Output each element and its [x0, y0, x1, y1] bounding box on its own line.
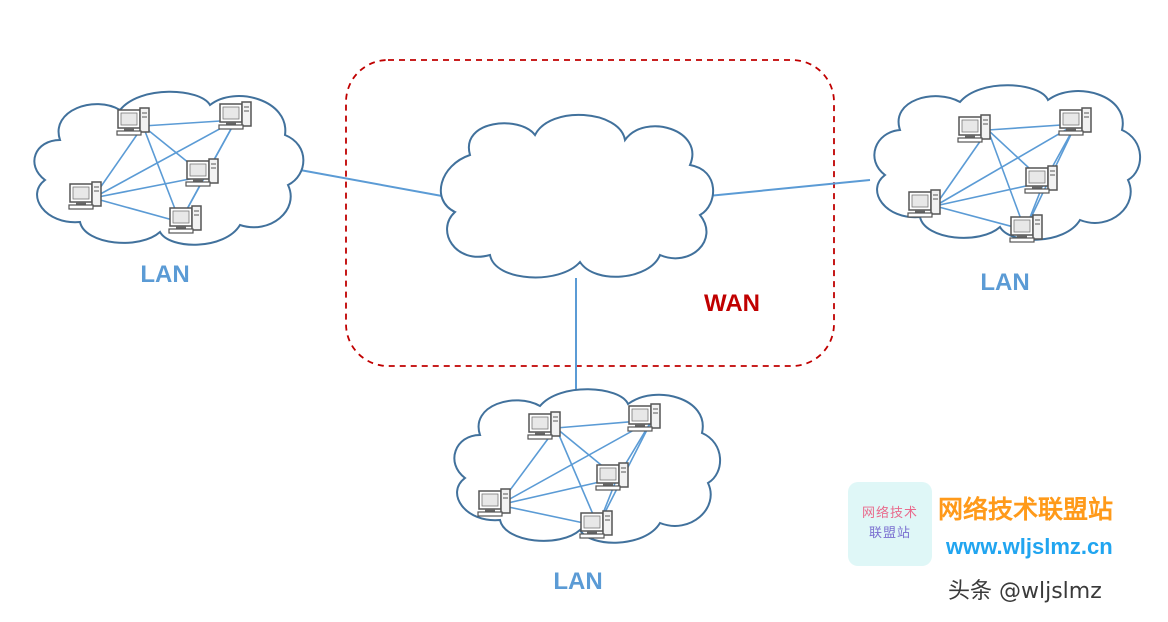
computer-icon: [627, 403, 661, 432]
wan-cloud: [439, 114, 714, 279]
computer-icon: [477, 488, 511, 517]
computer-icon: [185, 158, 219, 187]
wan-boundary: [345, 59, 835, 367]
wan-label: WAN: [704, 290, 760, 317]
link-left-lan-wan: [299, 169, 443, 197]
logo-text-line1: 网络技术: [861, 506, 918, 521]
computer-icon: [1009, 214, 1043, 243]
computer-icon: [595, 462, 629, 491]
computer-icon: [68, 181, 102, 210]
lan-label-bottom: LAN: [553, 568, 602, 595]
computer-icon: [579, 510, 613, 539]
computer-icon: [116, 107, 150, 136]
brand-logo: 网络技术 联盟站: [848, 482, 932, 566]
computer-icon: [1024, 165, 1058, 194]
lan-label-right: LAN: [980, 269, 1029, 296]
lan-mesh-right: [934, 123, 1077, 231]
link-right-lan-wan: [707, 179, 871, 197]
computer-icon: [168, 205, 202, 234]
lan-label-left: LAN: [140, 261, 189, 288]
watermark: 头条 @wljslmz: [948, 579, 1102, 604]
lan-cloud-left: [33, 90, 305, 246]
computer-icon: [527, 411, 561, 440]
computer-icon: [907, 189, 941, 218]
brand-url: www.wljslmz.cn: [946, 534, 1113, 559]
logo-text-line2: 联盟站: [868, 526, 911, 541]
brand-name: 网络技术联盟站: [938, 495, 1114, 524]
computer-icon: [957, 114, 991, 143]
computer-icon: [218, 101, 252, 130]
computer-icon: [1058, 107, 1092, 136]
